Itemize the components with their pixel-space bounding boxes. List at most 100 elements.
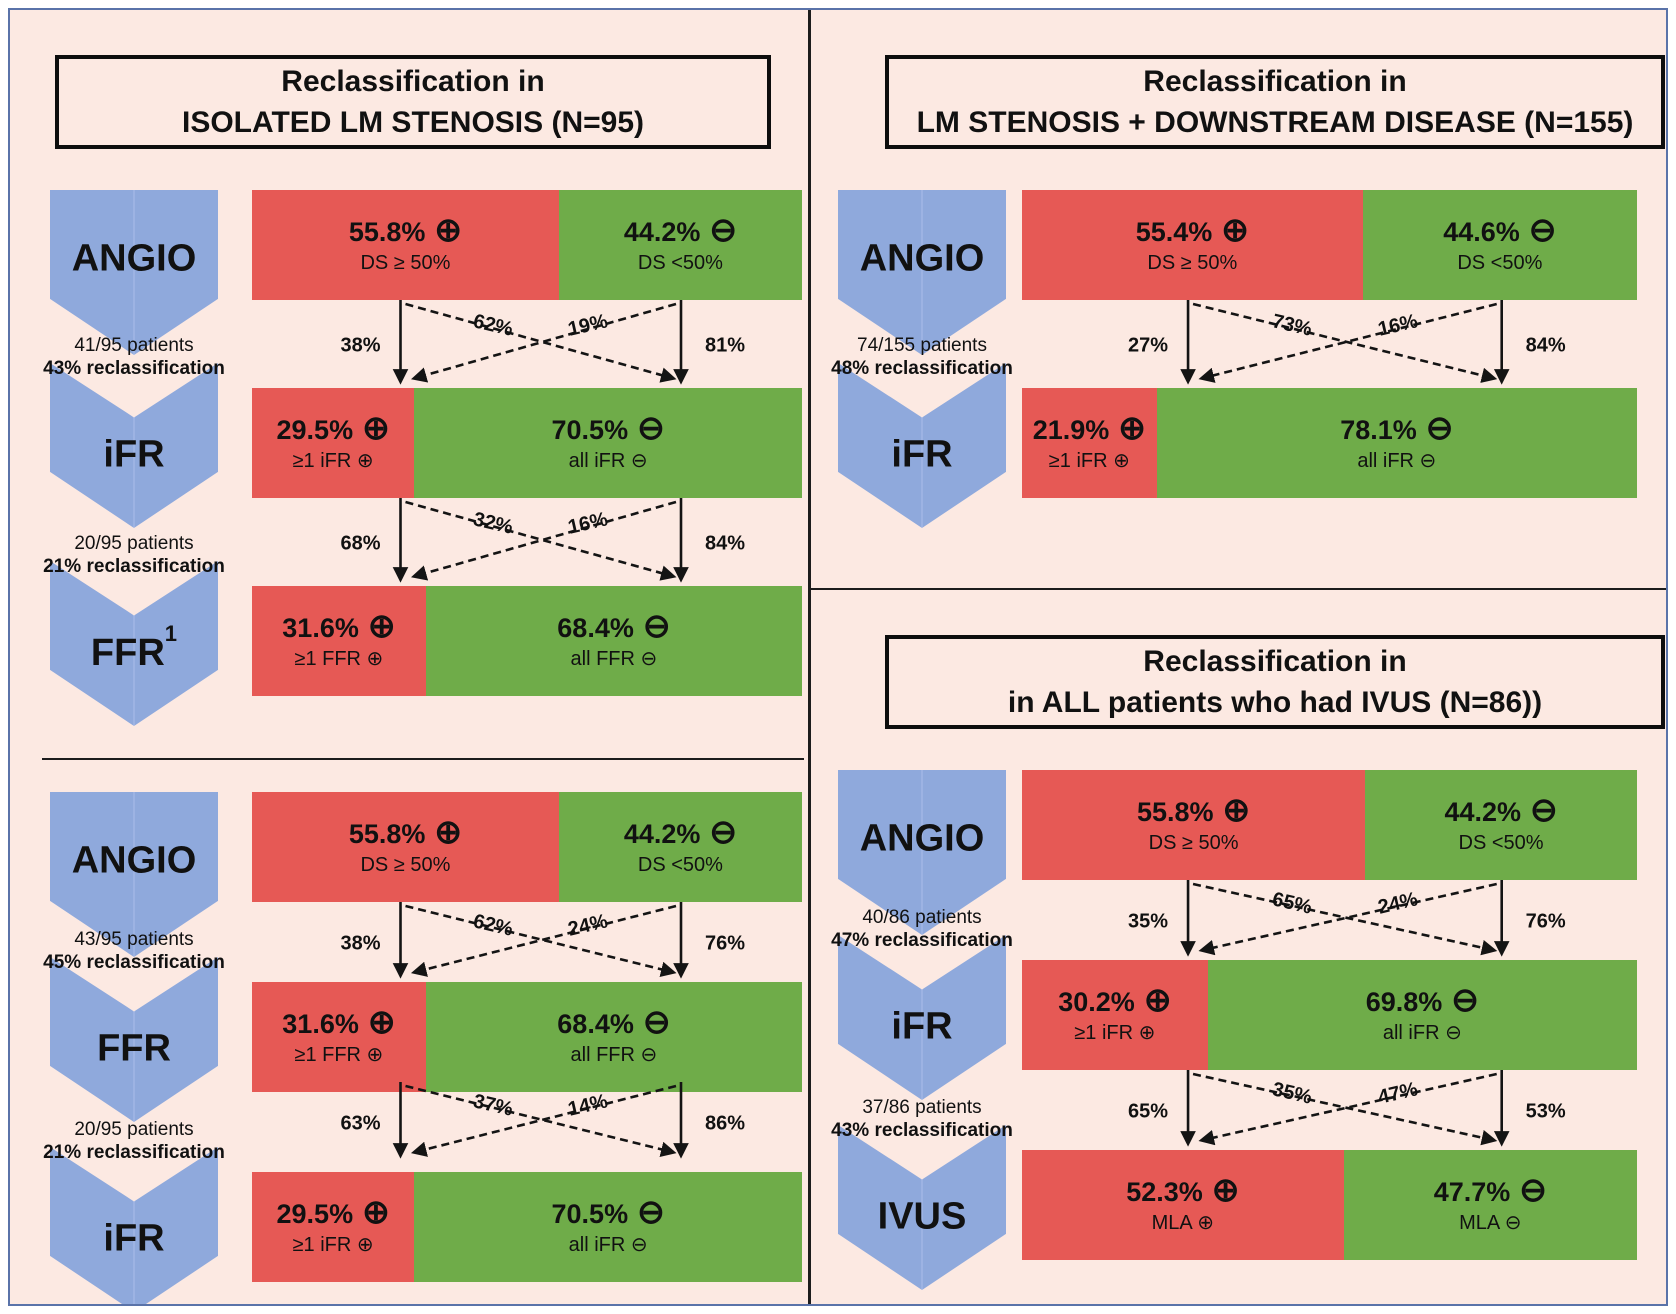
- negative-value-text: 68.4%: [557, 613, 634, 643]
- test-result-bar: 31.6%⊕≥1 FFR ⊕68.4%⊖all FFR ⊖: [252, 982, 802, 1092]
- chevron-ifr: iFR: [838, 363, 1006, 528]
- positive-value-text: 55.8%: [348, 819, 426, 849]
- positive-segment: 55.4%⊕DS ≥ 50%: [1022, 190, 1363, 300]
- chevron-label: FFR1: [50, 622, 218, 676]
- positive-value: 52.3% ⊕: [1126, 1171, 1240, 1208]
- stay-positive-pct: 65%: [1128, 1100, 1169, 1123]
- test-result-bar: 55.4%⊕DS ≥ 50%44.6%⊖DS <50%: [1022, 190, 1637, 300]
- panel-title-line1: Reclassification in: [1143, 645, 1407, 678]
- chevron-label: ANGIO: [71, 839, 197, 882]
- flow-arrow: [405, 1084, 677, 1157]
- negative-segment: 78.1%⊖all iFR ⊖: [1156, 388, 1637, 498]
- negative-value: 70.5% ⊖: [551, 1193, 665, 1230]
- negative-value-text: 70.5%: [551, 415, 629, 445]
- circled-plus-icon: ⊕: [367, 607, 396, 644]
- flow-arrow: [1198, 1072, 1497, 1146]
- positive-value: 55.8%⊕: [348, 213, 462, 248]
- negative-segment: 69.8%⊖all iFR ⊖: [1207, 960, 1637, 1070]
- positive-segment: 31.6%⊕≥1 FFR ⊕: [252, 982, 426, 1092]
- positive-sublabel: DS ≥ 50%: [360, 854, 451, 876]
- neg-to-pos-pct: 16%: [566, 508, 611, 540]
- negative-value: 44.2%⊖: [624, 815, 737, 850]
- positive-segment: 31.6%⊕≥1 FFR ⊕: [252, 586, 426, 696]
- circled-minus-icon: ⊖: [1528, 211, 1557, 248]
- negative-segment: 68.4%⊖all FFR ⊖: [425, 982, 802, 1092]
- circled-plus-icon: ⊕: [1143, 981, 1172, 1018]
- positive-value-text: 55.8%: [348, 217, 426, 247]
- positive-segment: 55.8%⊕DS ≥ 50%: [1022, 770, 1366, 880]
- negative-value-text: 47.7%: [1433, 1177, 1511, 1207]
- positive-segment: 29.5%⊕ ≥1 iFR ⊕: [252, 388, 415, 498]
- positive-sublabel: ≥1 FFR ⊕: [294, 1044, 384, 1066]
- positive-value-text: 52.3%: [1126, 1177, 1203, 1207]
- negative-value-text: 44.2%: [1444, 797, 1522, 827]
- positive-value: 31.6% ⊕: [282, 607, 396, 644]
- column-divider: [808, 10, 811, 1304]
- chevron-label: FFR: [97, 1027, 171, 1070]
- negative-value: 69.8%⊖: [1366, 981, 1479, 1018]
- negative-value-text: 68.4%: [557, 1009, 634, 1039]
- stay-negative-pct: 86%: [704, 1112, 746, 1135]
- test-result-bar: 30.2%⊕≥1 iFR ⊕69.8%⊖all iFR ⊖: [1022, 960, 1637, 1070]
- pos-to-neg-pct: 62%: [471, 910, 516, 941]
- positive-sublabel: ≥1 iFR ⊕: [292, 450, 374, 472]
- right-panel-divider: [811, 588, 1666, 590]
- circled-plus-icon: ⊕: [362, 409, 390, 446]
- chevron-label-text: FFR: [90, 632, 165, 675]
- panel-title-line2: ISOLATED LM STENOSIS (N=95): [182, 106, 644, 139]
- reclass-count: 20/95 patients: [74, 1119, 194, 1140]
- flow-arrow: [1198, 302, 1498, 383]
- positive-sublabel: ≥1 iFR ⊕: [1048, 450, 1130, 472]
- test-result-bar: 31.6%⊕≥1 FFR ⊕68.4%⊖all FFR ⊖: [252, 586, 802, 696]
- circled-plus-icon: ⊕: [1221, 211, 1249, 248]
- flow-arrow: [410, 1084, 677, 1157]
- stay-positive-pct: 63%: [340, 1112, 381, 1135]
- flow-arrow: [405, 302, 677, 383]
- positive-value-text: 55.8%: [1136, 797, 1214, 827]
- negative-sublabel: all FFR ⊖: [570, 1044, 658, 1066]
- circled-minus-icon: ⊖: [642, 607, 671, 644]
- flow-arrow: [1198, 882, 1497, 956]
- chevron-ifr: iFR: [838, 935, 1006, 1100]
- test-result-bar: 21.9%⊕≥1 iFR ⊕78.1%⊖all iFR ⊖: [1022, 388, 1637, 498]
- circled-plus-icon: ⊕: [1211, 1171, 1240, 1208]
- circled-minus-icon: ⊖: [1451, 981, 1479, 1018]
- neg-to-pos-pct: 16%: [1376, 310, 1421, 342]
- circled-minus-icon: ⊖: [637, 1193, 665, 1230]
- positive-value: 55.8%⊕: [1136, 793, 1250, 828]
- figure-canvas: Reclassification in ISOLATED LM STENOSIS …: [8, 8, 1668, 1306]
- reclass-count: 20/95 patients: [74, 533, 194, 554]
- chevron-label: ANGIO: [71, 237, 197, 280]
- positive-sublabel: DS ≥ 50%: [360, 252, 451, 274]
- pos-to-neg-pct: 37%: [471, 1090, 516, 1121]
- circled-minus-icon: ⊖: [1425, 409, 1454, 446]
- pos-to-neg-pct: 73%: [1269, 310, 1314, 342]
- negative-value-text: 70.5%: [551, 1199, 629, 1229]
- negative-segment: 68.4% ⊖ all FFR ⊖: [425, 586, 802, 696]
- chevron-ifr: iFR: [50, 1147, 218, 1304]
- positive-value: 29.5%⊕: [277, 409, 390, 446]
- neg-to-pos-pct: 47%: [1376, 1078, 1421, 1109]
- reclass-rate: 21% reclassification: [43, 1142, 225, 1163]
- pos-to-neg-pct: 35%: [1269, 1078, 1314, 1109]
- pos-to-neg-pct: 62%: [471, 310, 516, 342]
- negative-sublabel: all iFR ⊖: [1357, 450, 1437, 472]
- circled-plus-icon: ⊕: [362, 1193, 390, 1230]
- left-panel-divider: [42, 758, 804, 760]
- negative-value: 70.5%⊖: [551, 411, 665, 446]
- negative-sublabel: all FFR ⊖: [570, 648, 658, 670]
- positive-value-text: 31.6%: [282, 1009, 359, 1039]
- chevron-label: IVUS: [877, 1195, 967, 1238]
- test-result-bar: 29.5%⊕≥1 iFR ⊕70.5%⊖all iFR ⊖: [252, 1172, 802, 1282]
- reclass-rate: 47% reclassification: [831, 930, 1013, 951]
- reclass-rate: 48% reclassification: [831, 358, 1013, 379]
- negative-sublabel: all iFR ⊖: [568, 1234, 648, 1256]
- positive-value-text: 31.6%: [282, 613, 359, 643]
- chevron-label: ANGIO: [859, 817, 985, 860]
- stay-negative-pct: 81%: [704, 334, 746, 357]
- stay-negative-pct: 84%: [1525, 334, 1566, 357]
- chevron-angio: ANGIO: [838, 190, 1006, 355]
- test-result-bar: 55.8%⊕DS ≥ 50%44.2%⊖DS <50%: [252, 190, 802, 300]
